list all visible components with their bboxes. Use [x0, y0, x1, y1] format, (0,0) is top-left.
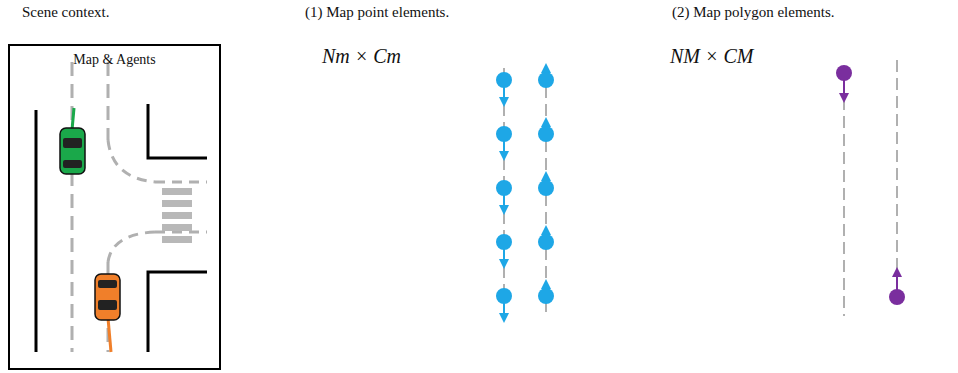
scene-box: Map & Agents	[8, 44, 221, 370]
map-points	[496, 68, 554, 318]
panel-title: (2) Map polygon elements.	[672, 4, 834, 21]
green-car	[60, 108, 85, 174]
orange-car	[95, 274, 120, 352]
box-heading: Map & Agents	[10, 52, 219, 68]
road-map	[36, 62, 207, 352]
tensor-shape: NM × CM	[670, 45, 754, 68]
panel-title: (1) Map point elements.	[305, 4, 449, 21]
tensor-shape: Nm × Cm	[322, 45, 401, 68]
map-polygons	[836, 60, 905, 316]
scene-title: Scene context.	[22, 4, 109, 21]
